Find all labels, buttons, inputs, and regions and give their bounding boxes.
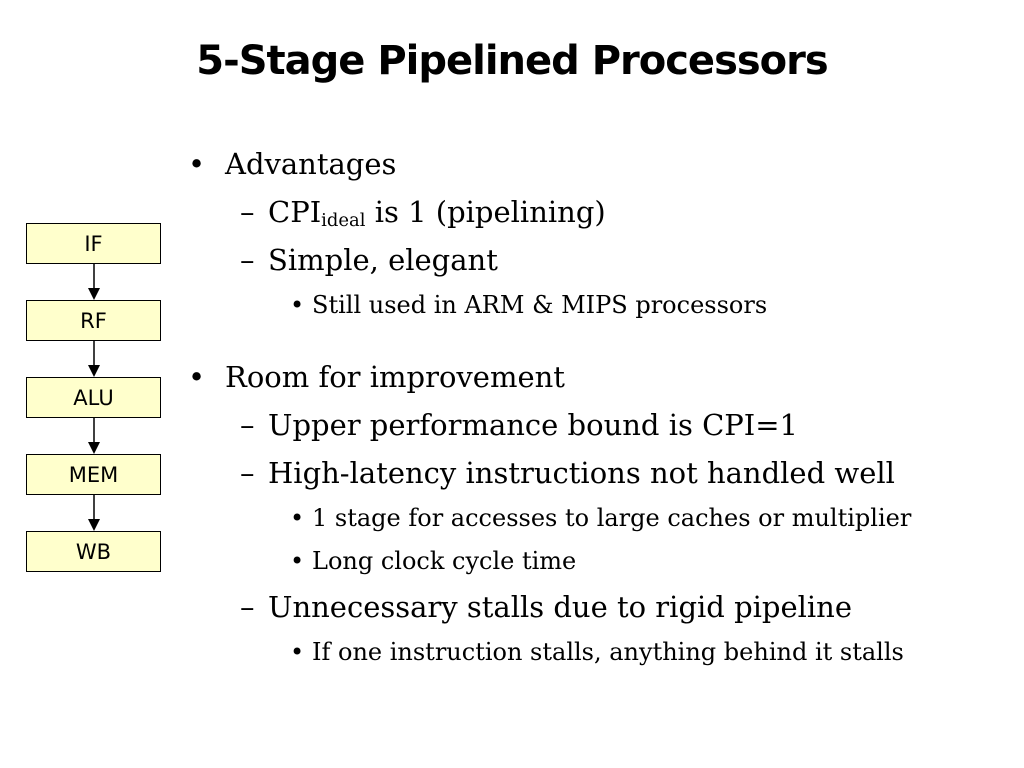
bullet-item: –High-latency instructions not handled w… (185, 449, 1020, 497)
stage-box-mem: MEM (26, 454, 161, 495)
bullet-icon: • (188, 147, 206, 181)
flow-arrow (26, 264, 161, 300)
bullet-text: Unnecessary stalls due to rigid pipeline (268, 590, 853, 624)
down-arrow-icon (87, 264, 100, 300)
stage-box-wb: WB (26, 531, 161, 572)
bullet-icon: • (290, 504, 305, 532)
bullet-icon: • (290, 291, 305, 319)
pipeline-diagram: IF RF ALU MEM (26, 223, 161, 572)
stage-box-if: IF (26, 223, 161, 264)
bullet-icon: • (188, 360, 206, 394)
down-arrow-icon (87, 418, 100, 454)
cpi-text-rest: is 1 (pipelining) (365, 195, 606, 229)
stage-box-rf: RF (26, 300, 161, 341)
bullet-text: Upper performance bound is CPI=1 (268, 408, 798, 442)
bullet-text: 1 stage for accesses to large caches or … (312, 504, 912, 532)
bullet-item: –Upper performance bound is CPI=1 (185, 401, 1020, 449)
bullet-item: –Unnecessary stalls due to rigid pipelin… (185, 583, 1020, 631)
stage-label-mem: MEM (68, 462, 119, 487)
dash-bullet-icon: – (240, 456, 255, 490)
stage-box-alu: ALU (26, 377, 161, 418)
bullet-text: Long clock cycle time (312, 547, 577, 575)
cpi-text: CPI (268, 195, 322, 229)
bullet-text: High-latency instructions not handled we… (268, 456, 895, 490)
stage-label-if: IF (84, 231, 103, 256)
section-gap (185, 327, 1020, 353)
bullet-item: • Advantages (185, 140, 1020, 188)
bullet-item: •Still used in ARM & MIPS processors (185, 284, 1020, 327)
flow-arrow (26, 341, 161, 377)
bullet-item: –CPIideal is 1 (pipelining) (185, 188, 1020, 236)
bullet-item: •If one instruction stalls, anything beh… (185, 631, 1020, 674)
slide-title: 5-Stage Pipelined Processors (196, 38, 828, 84)
bullet-text: Simple, elegant (268, 243, 498, 277)
stage-label-rf: RF (80, 308, 107, 333)
bullet-list: •Advantages –CPIideal is 1 (pipelining) … (185, 140, 1020, 674)
bullet-icon: • (290, 638, 305, 666)
stage-label-wb: WB (75, 539, 112, 564)
down-arrow-icon (87, 495, 100, 531)
bullet-item: –Simple, elegant (185, 236, 1020, 284)
dash-bullet-icon: – (240, 590, 255, 624)
bullet-item: •1 stage for accesses to large caches or… (185, 497, 1020, 540)
dash-bullet-icon: – (240, 195, 255, 229)
dash-bullet-icon: – (240, 408, 255, 442)
bullet-icon: • (290, 547, 305, 575)
bullet-text: Room for improvement (225, 360, 565, 394)
bullet-text: Still used in ARM & MIPS processors (312, 291, 768, 319)
bullet-text: Advantages (225, 147, 397, 181)
flow-arrow (26, 495, 161, 531)
bullet-text: CPIideal is 1 (pipelining) (268, 195, 606, 229)
cpi-subscript: ideal (321, 209, 366, 231)
stage-label-alu: ALU (73, 385, 114, 410)
bullet-item: • Room for improvement (185, 353, 1020, 401)
dash-bullet-icon: – (240, 243, 255, 277)
down-arrow-icon (87, 341, 100, 377)
bullet-text: If one instruction stalls, anything behi… (312, 638, 904, 666)
flow-arrow (26, 418, 161, 454)
bullet-item: •Long clock cycle time (185, 540, 1020, 583)
